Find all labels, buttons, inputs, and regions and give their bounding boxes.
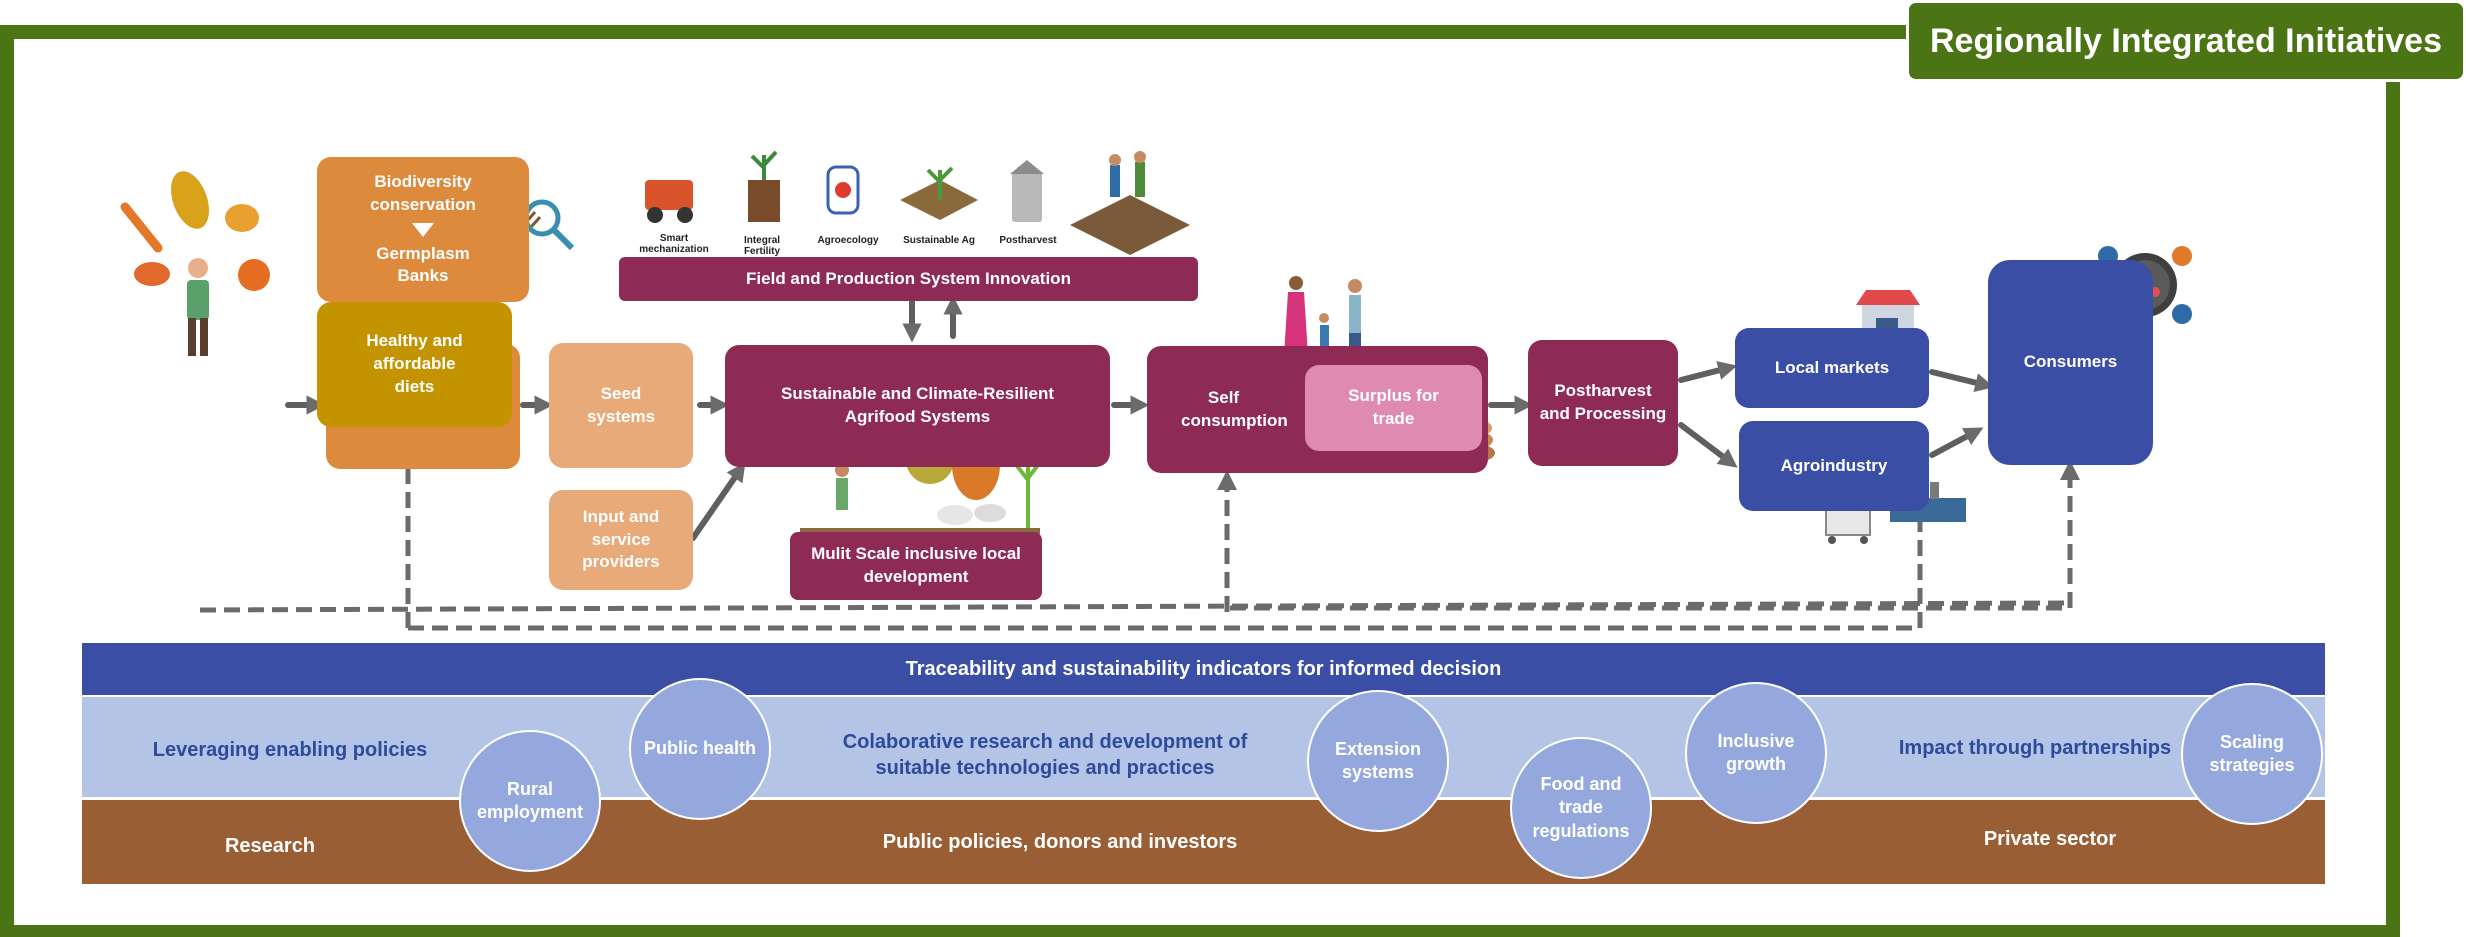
consumers-box: Consumers bbox=[1988, 260, 2153, 465]
triangle-down-icon bbox=[412, 222, 434, 237]
food-trade-regulations-circle: Food and trade regulations bbox=[1510, 737, 1652, 879]
inclusive-growth-circle: Inclusive growth bbox=[1685, 682, 1827, 824]
traceability-band: Traceability and sustainability indicato… bbox=[82, 643, 2325, 695]
food-person-icon bbox=[120, 171, 270, 356]
multiscale-box: Mulit Scale inclusive local development bbox=[790, 532, 1042, 600]
impact-label: Impact through partnerships bbox=[1898, 737, 2172, 759]
public-policies-label: Public policies, donors and investors bbox=[882, 831, 1238, 853]
agroindustry-label: Agroindustry bbox=[1780, 455, 1888, 475]
enabling-band bbox=[82, 697, 2325, 797]
agroecology-icon bbox=[826, 165, 860, 215]
private-sector-label: Private sector bbox=[1983, 828, 2117, 850]
self-consumption-label: Self consumption bbox=[1181, 387, 1288, 430]
seed-systems-box: Seed systems bbox=[549, 343, 693, 468]
postharvest-silo-icon bbox=[1010, 160, 1044, 222]
smart-mechanization-label: Smart mechanization bbox=[639, 233, 709, 255]
input-providers-label: Input and service providers bbox=[582, 506, 660, 572]
postharvest-processing-box: Postharvest and Processing bbox=[1528, 340, 1678, 466]
postharvest-icon-label: Postharvest bbox=[999, 235, 1057, 246]
agroindustry-box: Agroindustry bbox=[1739, 421, 1929, 511]
input-providers-box: Input and service providers bbox=[549, 490, 693, 590]
public-health-circle: Public health bbox=[629, 678, 771, 820]
scaling-strategies-circle: Scaling strategies bbox=[2181, 683, 2323, 825]
agrifood-systems-label: Sustainable and Climate-Resilient Agrifo… bbox=[780, 384, 1054, 426]
multiscale-label: Mulit Scale inclusive local development bbox=[811, 544, 1021, 586]
family-icon bbox=[1284, 276, 1362, 355]
field-innovation-box: Field and Production System Innovation bbox=[619, 257, 1198, 301]
leveraging-label: Leveraging enabling policies bbox=[152, 739, 428, 761]
healthy-diets-box: Healthy and affordable diets bbox=[317, 302, 512, 427]
germplasm-label: Germplasm Banks bbox=[376, 243, 470, 286]
title-badge: Regionally Integrated Initiatives bbox=[1906, 0, 2466, 82]
rural-employment-circle: Rural employment bbox=[459, 730, 601, 872]
sustainable-ag-icon bbox=[900, 166, 978, 220]
smart-mechanization-icon bbox=[645, 180, 693, 223]
consumers-label: Consumers bbox=[2023, 352, 2118, 372]
seed-systems-label: Seed systems bbox=[586, 383, 656, 426]
local-markets-box: Local markets bbox=[1735, 328, 1929, 408]
actors-band bbox=[82, 800, 2325, 884]
flow-arrows bbox=[285, 295, 1995, 541]
biodiversity-box: Biodiversity conservation Germplasm Bank… bbox=[317, 157, 529, 302]
surplus-trade-label: Surplus for trade bbox=[1348, 386, 1439, 428]
agrifood-systems-box: Sustainable and Climate-Resilient Agrifo… bbox=[725, 345, 1110, 467]
local-markets-label: Local markets bbox=[1774, 357, 1890, 377]
agroecology-label: Agroecology bbox=[817, 235, 879, 246]
surplus-trade-box: Surplus for trade bbox=[1305, 365, 1482, 451]
farmers-field-icon bbox=[1070, 151, 1190, 255]
research-label: Research bbox=[224, 835, 316, 857]
feedback-loop-lines bbox=[199, 430, 2080, 631]
field-innovation-label: Field and Production System Innovation bbox=[746, 268, 1071, 288]
biodiversity-label: Biodiversity conservation bbox=[370, 171, 476, 214]
traceability-label: Traceability and sustainability indicato… bbox=[905, 657, 1502, 680]
collaborative-label: Colaborative research and development of… bbox=[842, 731, 1248, 779]
extension-systems-circle: Extension systems bbox=[1307, 690, 1449, 832]
healthy-diets-label: Healthy and affordable diets bbox=[366, 331, 463, 396]
sustainable-ag-label: Sustainable Ag bbox=[903, 235, 975, 246]
integral-fertility-label: Integral Fertility bbox=[743, 235, 781, 257]
integral-fertility-icon bbox=[748, 150, 780, 222]
postharvest-processing-label: Postharvest and Processing bbox=[1539, 381, 1667, 423]
